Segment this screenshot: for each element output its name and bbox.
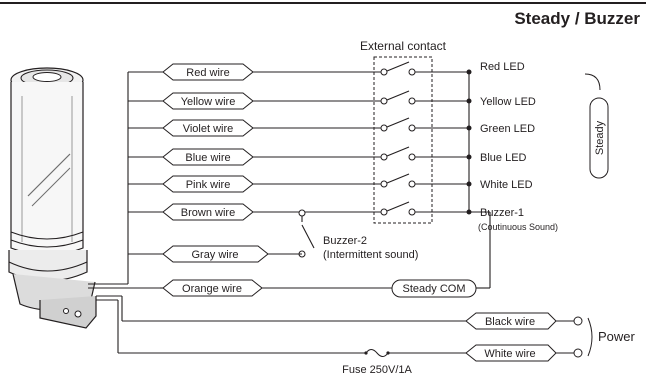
buzzer2-label: Buzzer-2 [323, 235, 367, 247]
pink-wire-contact-a [380, 180, 388, 188]
black-wire-label: Black wire [485, 316, 535, 328]
violet-wire-switch-blade [386, 117, 410, 128]
blue-wire-label: Blue wire [185, 152, 230, 164]
orange-wire-label: Orange wire [182, 283, 242, 295]
red-wire-switch-blade [386, 61, 410, 72]
external-contact-label: External contact [360, 39, 447, 53]
red-wire-label: Red wire [186, 67, 229, 79]
violet-wire-contact-a [380, 124, 388, 132]
output-red-wire: Red LED [480, 61, 525, 73]
power-label: Power [598, 329, 636, 344]
blue-wire-contact-a [380, 153, 388, 161]
violet-wire-contact-b [408, 124, 416, 132]
brown-wire-switch-blade [386, 201, 410, 212]
fuse-label: Fuse 250V/1A [342, 364, 412, 376]
steady-com-label: Steady COM [403, 283, 466, 295]
yellow-wire-contact-b [408, 97, 416, 105]
output-blue-wire: Blue LED [480, 152, 527, 164]
blue-wire-switch-blade [386, 146, 410, 157]
brown-wire-contact-a [380, 208, 388, 216]
white-wire-label: White wire [484, 348, 535, 360]
signal-tower-illustration [8, 67, 97, 329]
brown-wire-contact-b [408, 208, 416, 216]
gray-wire-tag [162, 245, 269, 263]
brown-wire-label: Brown wire [181, 207, 235, 219]
yellow-wire-switch-blade [386, 90, 410, 101]
gray-wire-label: Gray wire [191, 249, 238, 261]
steady-badge [589, 97, 609, 179]
yellow-wire-label: Yellow wire [181, 96, 236, 108]
output-yellow-wire: Yellow LED [480, 96, 536, 108]
red-wire-contact-b [408, 68, 416, 76]
output-violet-wire: Green LED [480, 123, 535, 135]
pink-wire-label: Pink wire [186, 179, 231, 191]
pink-wire-switch-blade [386, 173, 410, 184]
external-contact-box [373, 56, 433, 224]
diagram-title: Steady / Buzzer [514, 9, 640, 28]
buzzer2-note: (Intermittent sound) [323, 249, 418, 261]
blue-wire-contact-b [408, 153, 416, 161]
output-brown-wire: Buzzer-1 [480, 207, 524, 219]
violet-wire-label: Violet wire [183, 123, 234, 135]
output-pink-wire: White LED [480, 179, 533, 191]
pink-wire-contact-b [408, 180, 416, 188]
fuse-symbol [365, 349, 389, 357]
yellow-wire-contact-a [380, 97, 388, 105]
steady-label: Steady [594, 120, 606, 155]
red-wire-contact-a [380, 68, 388, 76]
buzzer1-note: (Coutinuous Sound) [478, 222, 558, 232]
